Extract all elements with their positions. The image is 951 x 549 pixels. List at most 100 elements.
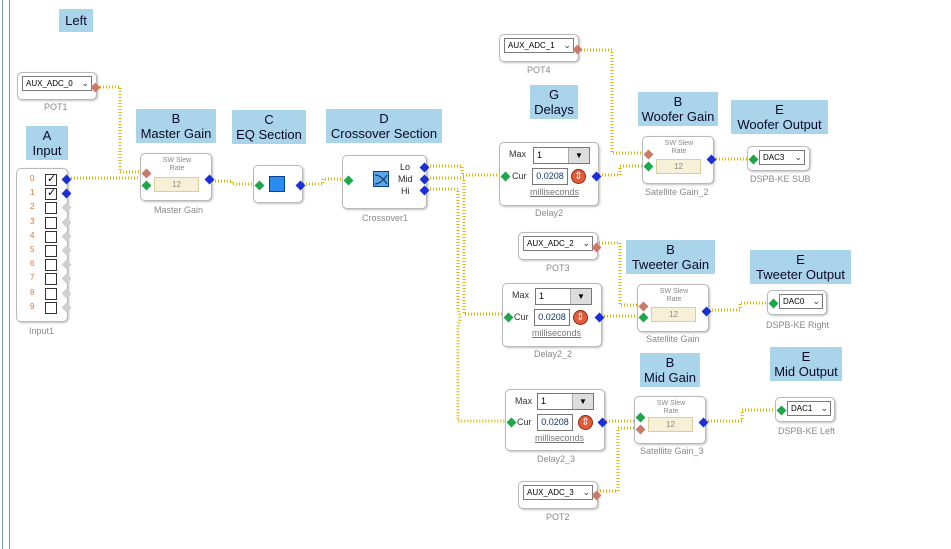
wire-pot3-tweeter (596, 241, 640, 307)
input-channel-checkbox[interactable] (45, 273, 57, 286)
eq-block[interactable] (253, 165, 306, 203)
tweeter-gain-value[interactable]: 12 (651, 307, 696, 322)
mid-gain-value[interactable]: 12 (648, 417, 693, 432)
crossover-block[interactable]: Lo Mid Hi (342, 155, 430, 209)
pot2-select[interactable]: AUX_ADC_3⌄ (523, 485, 593, 500)
master-gain-input-pin[interactable] (141, 180, 152, 191)
mid-output-input-pin[interactable] (776, 405, 787, 416)
tweeter-output-block[interactable]: DAC0⌄ (767, 290, 827, 315)
delay2-3-cur-value[interactable]: 0.0208 (537, 414, 573, 431)
woofer-gain-value[interactable]: 12 (656, 159, 701, 174)
chevron-down-icon: ▼ (570, 289, 591, 304)
chevron-down-icon: ⌄ (820, 403, 828, 413)
pot4-block[interactable]: AUX_ADC_1⌄ (499, 34, 583, 62)
delay2-3-knob-icon[interactable]: ⇕ (578, 415, 593, 430)
master-gain-value[interactable]: 12 (154, 177, 199, 192)
delay2-block[interactable]: Max 1▼ Cur 0.0208 ⇕ milliseconds (499, 142, 602, 206)
delay2-knob-icon[interactable]: ⇕ (571, 169, 586, 184)
woofer-output-block[interactable]: DAC3⌄ (747, 146, 810, 171)
master-gain-caption: Master Gain (154, 205, 204, 215)
wire-mid-out (708, 408, 778, 423)
wire-tweeter-out (706, 301, 770, 312)
label-left: Left (59, 9, 93, 32)
wire-delay1-woofer (596, 164, 645, 177)
delay2-caption: Delay2 (535, 208, 564, 218)
left-border-line-inner (9, 0, 10, 549)
input-channel-checkbox[interactable] (45, 287, 57, 300)
mid-gain-control-pin[interactable] (635, 424, 646, 435)
woofer-output-input-pin[interactable] (748, 154, 759, 165)
pot4-select[interactable]: AUX_ADC_1⌄ (504, 38, 574, 53)
chevron-down-icon: ⌄ (81, 78, 89, 88)
crossover-icon (373, 171, 389, 187)
woofer-output-caption: DSPB-KE SUB (750, 174, 811, 184)
wire-input-master (68, 176, 145, 185)
tweeter-output-select[interactable]: DAC0⌄ (779, 294, 823, 309)
tweeter-output-caption: DSPB-KE Right (766, 320, 830, 330)
mid-gain-caption: Satellite Gain_3 (640, 446, 704, 456)
input-block[interactable]: 0123456789 (16, 168, 72, 322)
input-channel-label: 9 (30, 301, 35, 311)
delay2-3-max-select[interactable]: 1▼ (537, 393, 594, 410)
input-channel-checkbox[interactable] (45, 216, 57, 229)
delay2-2-caption: Delay2_2 (534, 349, 573, 359)
tweeter-gain-input-pin[interactable] (638, 312, 649, 323)
input-channel-checkbox[interactable] (45, 230, 57, 243)
crossover-caption: Crossover1 (362, 213, 409, 223)
input-channel-label: 1 (30, 188, 35, 198)
chevron-down-icon: ⌄ (582, 238, 590, 248)
tweeter-output-input-pin[interactable] (768, 298, 779, 309)
mid-output-block[interactable]: DAC1⌄ (775, 397, 835, 422)
woofer-output-select[interactable]: DAC3⌄ (759, 150, 805, 165)
delay2-input-pin[interactable] (500, 171, 511, 182)
chevron-down-icon: ⌄ (794, 152, 802, 162)
pot1-select[interactable]: AUX_ADC_0⌄ (22, 76, 92, 91)
delay2-2-knob-icon[interactable]: ⇕ (573, 310, 588, 325)
delay2-max-select[interactable]: 1▼ (533, 147, 590, 164)
pot3-select[interactable]: AUX_ADC_2⌄ (523, 236, 593, 251)
pot1-block[interactable]: AUX_ADC_0⌄ (17, 72, 101, 100)
delay2-3-block[interactable]: Max 1▼ Cur 0.0208 ⇕ milliseconds (505, 389, 608, 451)
crossover-port-hi: Hi (401, 186, 410, 196)
woofer-gain-input-pin[interactable] (643, 161, 654, 172)
input-channel-checkbox[interactable] (45, 245, 57, 257)
input-channel-checkbox[interactable] (45, 259, 57, 272)
delay2-3-input-pin[interactable] (506, 417, 517, 428)
crossover-input-pin[interactable] (343, 175, 354, 186)
delay2-2-max-select[interactable]: 1▼ (535, 288, 592, 305)
input-channel-label: 2 (30, 202, 35, 212)
wire-eq-crossover (300, 177, 345, 186)
pot3-block[interactable]: AUX_ADC_2⌄ (518, 232, 602, 260)
chevron-down-icon: ▼ (568, 148, 589, 163)
input-channel-checkbox[interactable] (45, 186, 57, 201)
delay2-2-block[interactable]: Max 1▼ Cur 0.0208 ⇕ milliseconds (502, 283, 605, 347)
input-channel-checkbox[interactable] (45, 301, 57, 314)
pot3-caption: POT3 (546, 263, 570, 273)
eq-input-pin[interactable] (254, 180, 265, 191)
pot2-block[interactable]: AUX_ADC_3⌄ (518, 481, 602, 509)
delay2-2-cur-value[interactable]: 0.0208 (534, 309, 570, 326)
chevron-down-icon: ⌄ (563, 40, 571, 50)
eq-icon (269, 176, 285, 192)
delay2-cur-value[interactable]: 0.0208 (532, 168, 568, 185)
input-channel-checkbox[interactable] (45, 202, 57, 215)
pot1-caption: POT1 (44, 102, 68, 112)
mid-output-select[interactable]: DAC1⌄ (787, 401, 831, 416)
delay2-3-caption: Delay2_3 (537, 454, 576, 464)
pot4-caption: POT4 (527, 65, 551, 75)
delay2-2-input-pin[interactable] (503, 312, 514, 323)
input-channel-checkbox[interactable] (45, 172, 57, 186)
wire-pot4-woofer (578, 48, 645, 155)
